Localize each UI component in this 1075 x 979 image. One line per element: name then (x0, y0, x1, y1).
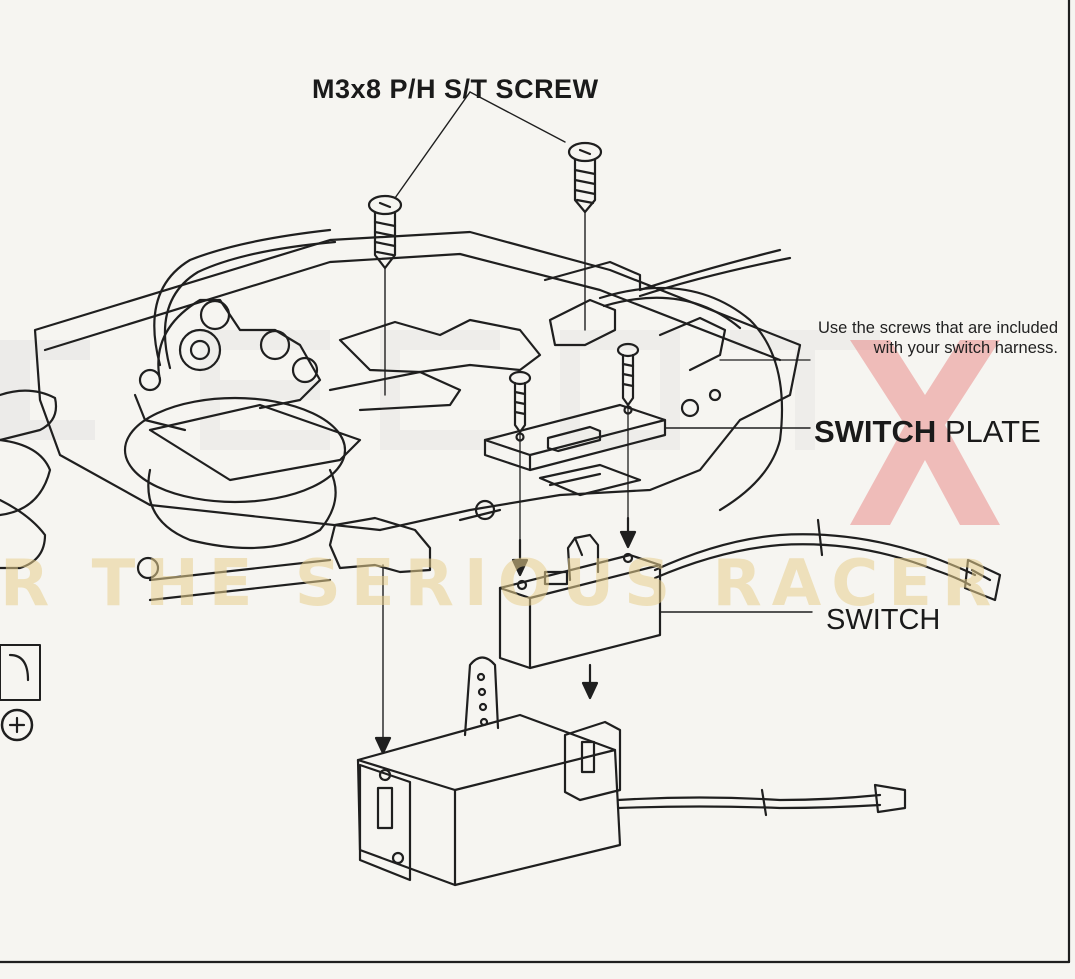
switch-label: SWITCH (826, 604, 941, 636)
screw-right (567, 141, 603, 214)
arrows (374, 516, 637, 755)
watermark-logo (0, 330, 1000, 525)
switch-cable (653, 518, 1002, 602)
watermark-tagline: R THE SERIOUS RACER (0, 547, 1002, 621)
switch-plate-label-bold: SWITCH (814, 414, 937, 449)
switch-body (498, 533, 813, 670)
switch-plate-label-rest: PLATE (936, 414, 1041, 449)
switch-plate-label: SWITCH PLATE (814, 414, 1041, 450)
servo-mount-brackets (136, 508, 502, 602)
screw-label: M3x8 P/H S/T SCREW (312, 74, 599, 104)
switch-screw-right (616, 342, 640, 521)
servo (356, 656, 907, 887)
motor (123, 298, 347, 550)
wires (153, 228, 792, 512)
screw-leader-lines (384, 91, 586, 396)
switch-plate (483, 403, 811, 472)
mascot-figure (0, 389, 58, 742)
switch-mount-slot (538, 463, 642, 497)
chassis-plate (33, 230, 802, 532)
screw-note: Use the screws that are included with yo… (818, 319, 1058, 357)
